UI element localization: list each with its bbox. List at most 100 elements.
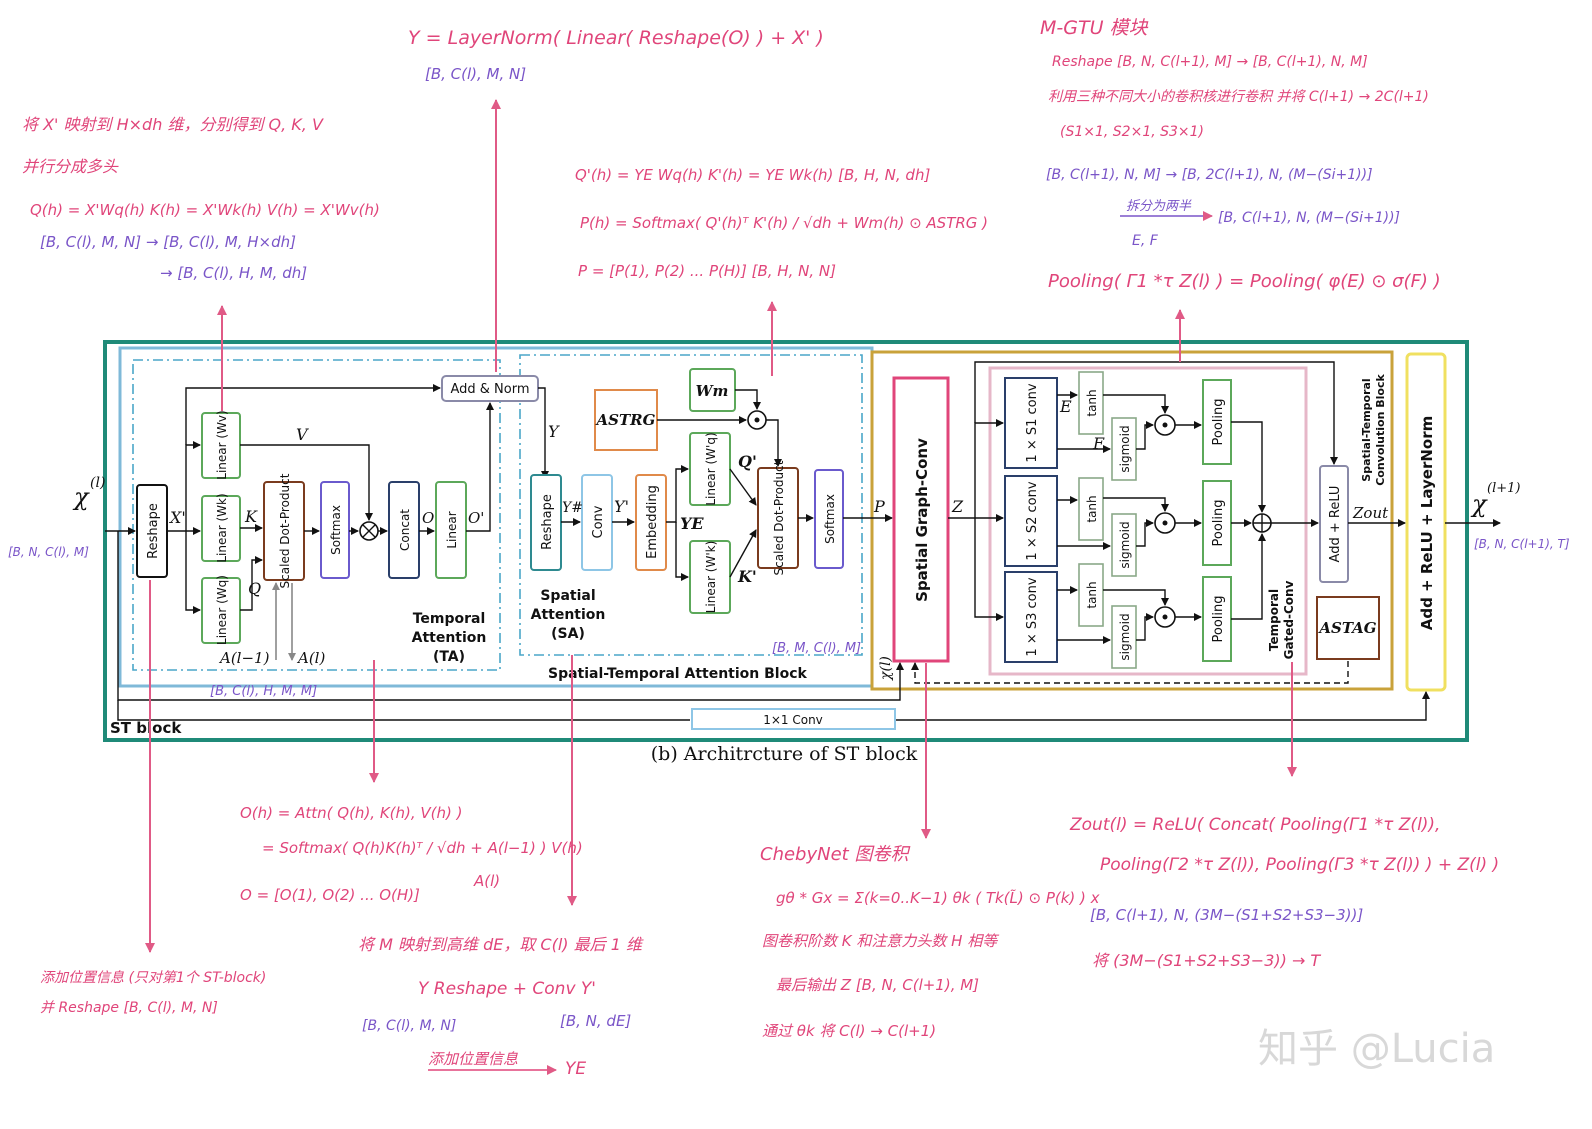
x-out-shape: [B, N, C(l+1), T] — [1474, 537, 1570, 551]
lbl-a-cur: A(l) — [296, 649, 325, 667]
lbl-f: F — [1092, 434, 1105, 453]
add-relu-layernorm-box[interactable] — [1405, 352, 1447, 692]
note-bm-2: = Softmax( Q(h)K(h)ᵀ / √dh + A(l−1) ) V(… — [262, 839, 583, 857]
a-strg-label: ASTRG — [595, 411, 656, 429]
sigmoid-box-3[interactable] — [1111, 605, 1137, 669]
spatial-graph-conv-box[interactable] — [892, 376, 950, 663]
lbl-oprime: O' — [468, 509, 484, 527]
st-block-label: ST block — [110, 719, 182, 737]
note-tr-2: 利用三种不同大小的卷积核进行卷积 并将 C(l+1) → 2C(l+1) — [1048, 89, 1429, 105]
lbl-xprime: X' — [168, 508, 186, 527]
lbl-q: Q — [248, 579, 261, 598]
lbl-a-prev: A(l−1) — [218, 649, 270, 667]
stcb-frame — [870, 350, 1394, 691]
conv-s3-label: 1 × S3 conv — [1025, 577, 1040, 656]
sa-linear-wq-label: Linear (W'q) — [704, 432, 718, 505]
ta-linear-box[interactable] — [435, 481, 467, 579]
linear-wk-label: Linear (Wk) — [215, 493, 229, 562]
note-tl-1: 将 X' 映射到 H×dh 维，分别得到 Q, K, V — [22, 115, 324, 134]
note-tr-title: M-GTU 模块 — [1040, 17, 1149, 39]
note-bc-5: 添加位置信息 — [428, 1050, 518, 1068]
note-bc-2: Y Reshape + Conv Y' — [418, 979, 596, 999]
tanh-box-2[interactable] — [1078, 477, 1104, 541]
conv-s3-box[interactable] — [1004, 571, 1058, 663]
stcb-arrows — [948, 361, 1501, 644]
gate-hadamard-dot-2 — [1162, 520, 1168, 526]
note-top-y-shape: [B, C(l), M, N] — [425, 65, 526, 83]
note-cheb-3: 图卷积阶数 K 和注意力头数 H 相等 — [762, 932, 1000, 950]
ta-label-3: (TA) — [433, 649, 465, 665]
lbl-k: K — [244, 507, 258, 526]
note-tr-4: [B, C(l+1), N, M] → [B, 2C(l+1), N, (M−(… — [1046, 167, 1373, 183]
note-bc-1: 将 M 映射到高维 dE，取 C(l) 最后 1 维 — [358, 935, 644, 954]
note-cheb-5: 通过 θk 将 C(l) → C(l+1) — [762, 1022, 936, 1040]
lbl-o: O — [422, 509, 434, 527]
lbl-z: Z — [951, 497, 964, 516]
skip-connections — [117, 531, 1430, 721]
linear-wv-label: Linear (Wv) — [215, 410, 229, 479]
sa-softmax-label: Softmax — [823, 494, 837, 544]
note-sa-1: Q'(h) = YE Wq(h) K'(h) = YE Wk(h) [B, H,… — [575, 166, 930, 184]
lbl-kprime: K' — [737, 567, 757, 586]
sa-reshape-label: Reshape — [540, 494, 555, 550]
note-sa-2: P(h) = Softmax( Q'(h)ᵀ K'(h) / √dh + Wm(… — [580, 214, 988, 232]
add-relu-label: Add + ReLU — [1328, 486, 1343, 563]
sa-frame — [519, 354, 863, 656]
note-br-3: [B, C(l+1), N, (3M−(S1+S2+S3−3))] — [1090, 906, 1363, 924]
add-relu-box[interactable] — [1319, 465, 1349, 583]
conv-s1-box[interactable] — [1004, 377, 1058, 469]
note-tl-5: → [B, C(l), H, M, dh] — [160, 264, 307, 282]
note-tr-7: E, F — [1132, 233, 1159, 249]
annotation-arrows — [145, 99, 1297, 953]
a-stag-label: ASTAG — [1317, 619, 1376, 637]
tanh-label-1: tanh — [1085, 389, 1099, 416]
st-block-frame — [103, 340, 1469, 742]
add-relu-layernorm-label: Add + ReLU + LayerNorm — [1418, 416, 1436, 631]
lbl-ye: YE — [680, 514, 704, 533]
sigmoid-box-1[interactable] — [1111, 417, 1137, 481]
conv-s2-box[interactable] — [1004, 475, 1058, 567]
caption: (b) Architrcture of ST block — [651, 743, 918, 765]
note-tl-4: [B, C(l), M, N] → [B, C(l), M, H×dh] — [40, 233, 296, 251]
sigmoid-box-2[interactable] — [1111, 513, 1137, 577]
note-cheb-4: 最后输出 Z [B, N, C(l+1), M] — [776, 976, 979, 994]
pooling-label-1: Pooling — [1211, 399, 1226, 446]
sigmoid-label-1: sigmoid — [1118, 425, 1132, 472]
lbl-e: E — [1059, 397, 1072, 416]
note-tl-2: 并行分成多头 — [22, 157, 119, 176]
note-bm-1: O(h) = Attn( Q(h), K(h), V(h) ) — [240, 804, 463, 822]
note-cheb-2: gθ * Gx = Σ(k=0..K−1) θk ( Tk(L̃) ⊙ P(k)… — [776, 888, 1100, 907]
note-tr-5: 拆分为两半 — [1126, 199, 1192, 214]
ta-frame — [132, 359, 501, 671]
stab-label: Spatial-Temporal Attention Block — [548, 666, 807, 682]
gate-hadamard-dot-1 — [1162, 422, 1168, 428]
note-tl-3: Q(h) = X'Wq(h) K(h) = X'Wk(h) V(h) = X'W… — [30, 201, 380, 219]
ta-label-1: Temporal — [413, 611, 486, 627]
linear-wq-label: Linear (Wq) — [215, 575, 229, 645]
conv-branches: 1 × S1 conv 1 × S2 conv 1 × S3 conv tanh… — [1004, 371, 1380, 669]
note-bl-1: 添加位置信息 (只对第1个 ST-block) — [40, 970, 266, 986]
multiply-cross — [362, 524, 376, 538]
conv1x1-box[interactable] — [691, 708, 896, 730]
tanh-box-1[interactable] — [1078, 371, 1104, 435]
note-bc-3: [B, C(l), M, N] — [362, 1018, 456, 1034]
sa-arrows — [561, 389, 893, 581]
note-bc-6: YE — [565, 1059, 586, 1079]
x-in: χ — [72, 483, 90, 511]
ta-concat-label: Concat — [398, 509, 412, 551]
sa-softmax-box[interactable] — [814, 469, 844, 569]
tanh-box-3[interactable] — [1078, 563, 1104, 627]
pooling-label-3: Pooling — [1211, 596, 1226, 643]
a-stag-box[interactable] — [1316, 596, 1380, 660]
note-tr-3: (S1×1, S2×1, S3×1) — [1060, 124, 1204, 140]
tanh-label-2: tanh — [1085, 495, 1099, 522]
spatial-graph-conv-label: Spatial Graph-Conv — [913, 438, 931, 602]
gate-hadamard-dot-3 — [1162, 614, 1168, 620]
ta-concat-box[interactable] — [388, 481, 420, 579]
ta-linear-label: Linear — [445, 511, 459, 548]
ta-softmax-box[interactable] — [320, 481, 350, 579]
pooling-box-1[interactable] — [1202, 379, 1232, 465]
lbl-p: P — [873, 497, 885, 516]
